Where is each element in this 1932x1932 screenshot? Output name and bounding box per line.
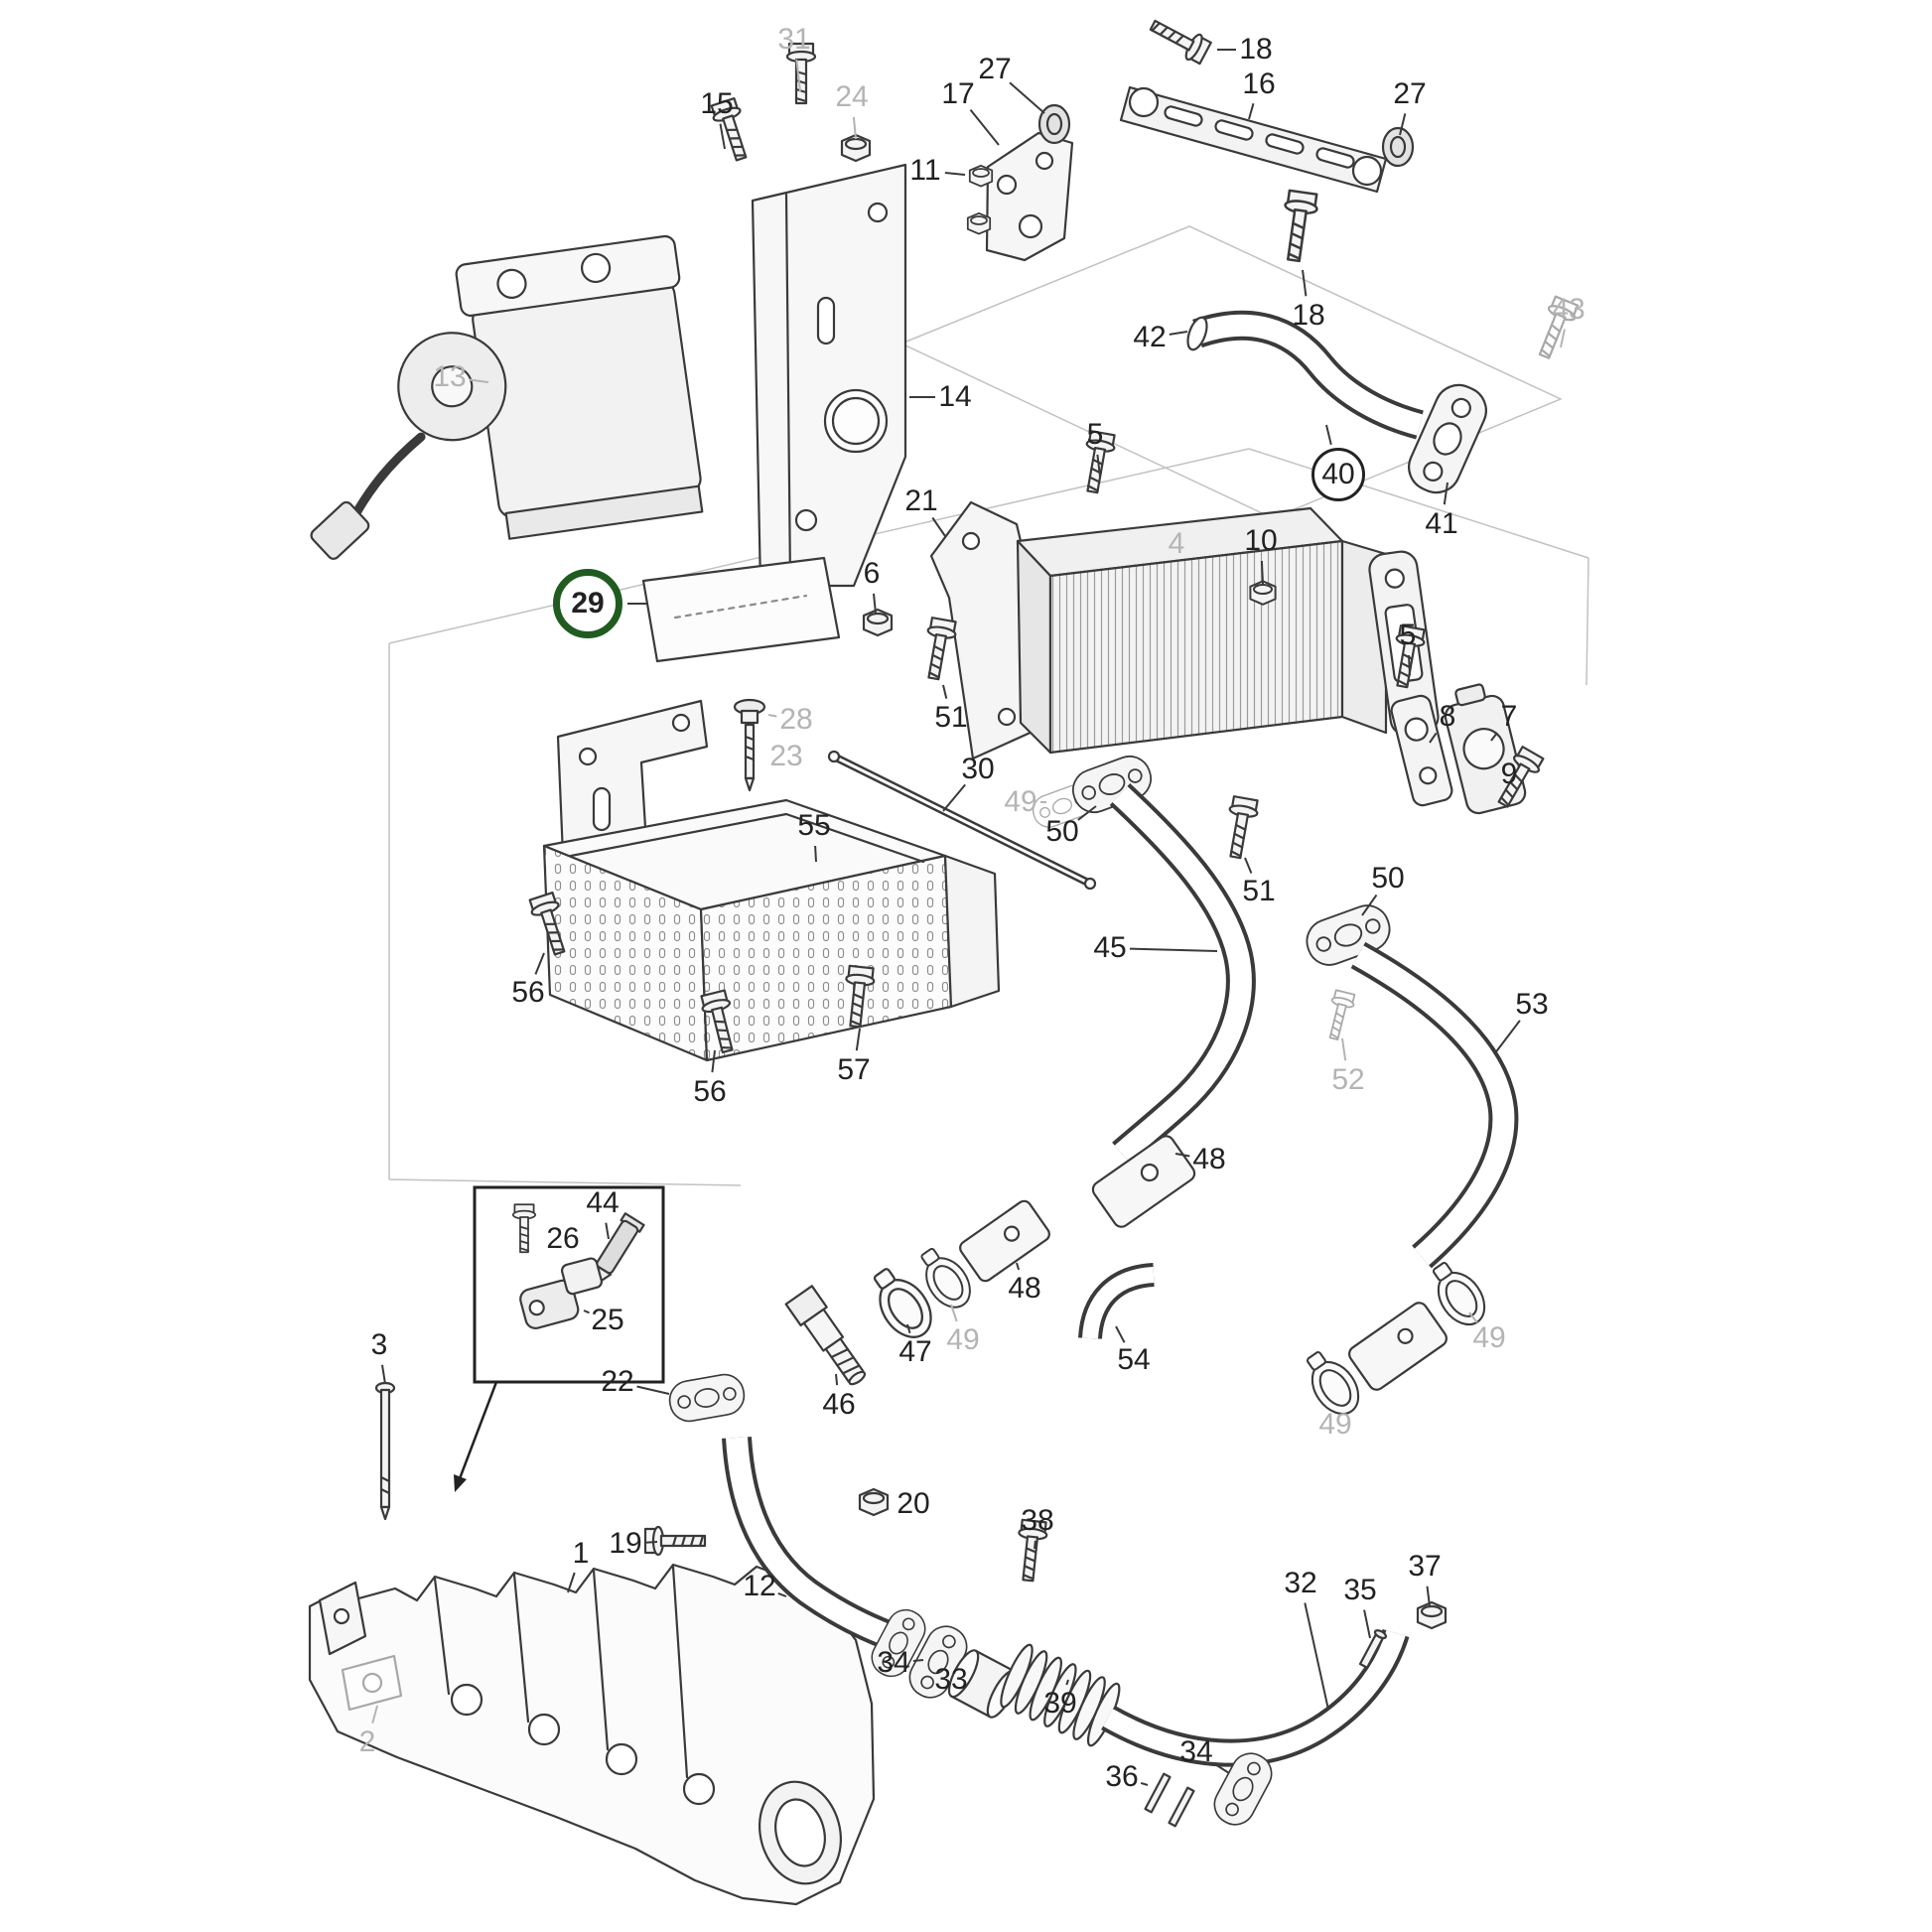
part-label-54[interactable]: 54 [1117, 1343, 1151, 1376]
part-label-16[interactable]: 16 [1242, 68, 1276, 100]
part-label-29-selected[interactable]: 29 [553, 569, 622, 638]
part-label-9[interactable]: 9 [1500, 758, 1518, 790]
part-label-42[interactable]: 42 [1133, 321, 1167, 353]
part-label-36[interactable]: 36 [1105, 1760, 1139, 1793]
part-label-7[interactable]: 7 [1500, 700, 1518, 733]
part-label-48[interactable]: 48 [1008, 1272, 1041, 1305]
studs-36-drawing [1144, 1772, 1195, 1828]
part-label-56[interactable]: 56 [511, 976, 545, 1009]
fitting-46-drawing [784, 1285, 867, 1386]
exhaust-elbow-drawing [643, 1370, 1049, 1684]
part-label-40[interactable]: 40 [1311, 448, 1365, 501]
part-label-25[interactable]: 25 [591, 1304, 624, 1336]
gasket-2-drawing [341, 1654, 403, 1712]
coolant-pipe-assembly-drawing [1186, 294, 1582, 494]
rod-30-drawing [827, 750, 1097, 891]
gasket-29-drawing [641, 556, 841, 663]
part-label-51[interactable]: 51 [1242, 875, 1276, 907]
part-label-12[interactable]: 12 [743, 1570, 776, 1602]
part-label-5[interactable]: 5 [1399, 619, 1417, 651]
egr-cooler-drawing [862, 429, 1440, 861]
inset-arrow-head [454, 1474, 467, 1492]
part-label-53[interactable]: 53 [1515, 988, 1549, 1021]
screw-28-23-drawing [733, 698, 766, 792]
part-label-38[interactable]: 38 [1021, 1504, 1054, 1537]
part-label-20[interactable]: 20 [897, 1487, 930, 1520]
part-label-2[interactable]: 2 [358, 1725, 376, 1758]
part-label-23[interactable]: 23 [769, 740, 803, 772]
part-label-49[interactable]: 49 [1318, 1408, 1352, 1441]
part-label-55[interactable]: 55 [797, 809, 831, 842]
part-label-46[interactable]: 46 [822, 1388, 856, 1421]
flange-41-drawing [1408, 383, 1487, 494]
part-label-35[interactable]: 35 [1343, 1574, 1377, 1606]
part-label-31[interactable]: 31 [777, 23, 811, 56]
part-label-22[interactable]: 22 [601, 1365, 634, 1398]
part-label-24[interactable]: 24 [835, 80, 869, 113]
link-bar-assembly-drawing [966, 11, 1415, 264]
part-label-5[interactable]: 5 [1086, 418, 1104, 451]
part-label-49[interactable]: 49 [946, 1323, 980, 1356]
part-label-18[interactable]: 18 [1292, 299, 1325, 332]
sensor-25-drawing [519, 1257, 604, 1329]
part-label-50[interactable]: 50 [1045, 815, 1079, 848]
part-label-19[interactable]: 19 [609, 1527, 642, 1560]
bolt-3-drawing [374, 1381, 396, 1521]
part-label-56[interactable]: 56 [693, 1075, 727, 1108]
part-label-26[interactable]: 26 [546, 1222, 580, 1255]
part-label-44[interactable]: 44 [586, 1186, 620, 1219]
part-label-30[interactable]: 30 [961, 753, 995, 785]
part-label-10[interactable]: 10 [1244, 524, 1278, 557]
part-label-41[interactable]: 41 [1425, 507, 1458, 540]
part-label-45[interactable]: 45 [1093, 931, 1127, 964]
part-label-13[interactable]: 13 [433, 360, 467, 393]
part-label-39[interactable]: 39 [1043, 1687, 1077, 1720]
part-label-8[interactable]: 8 [1439, 700, 1456, 733]
part-label-11[interactable]: 11 [909, 154, 941, 187]
bypass-valve-drawing [1390, 683, 1547, 815]
part-label-28[interactable]: 28 [779, 703, 813, 736]
part-label-6[interactable]: 6 [863, 557, 881, 590]
part-label-33[interactable]: 33 [934, 1663, 968, 1696]
inset-arrow-line [457, 1381, 498, 1482]
part-label-43[interactable]: 43 [1552, 293, 1586, 326]
right-pipe-chain-drawing [1295, 941, 1519, 1424]
pipe-end-42-drawing [1186, 316, 1208, 351]
stud-35-drawing [1358, 1629, 1388, 1669]
part-label-1[interactable]: 1 [572, 1537, 590, 1570]
intake-manifold-drawing [308, 1381, 876, 1906]
heat-shield-drawing [526, 798, 1001, 1062]
part-label-14[interactable]: 14 [938, 380, 972, 413]
part-label-50[interactable]: 50 [1371, 862, 1405, 895]
part-label-3[interactable]: 3 [370, 1328, 388, 1361]
part-label-34[interactable]: 34 [1179, 1735, 1213, 1768]
part-label-34[interactable]: 34 [877, 1646, 910, 1679]
part-label-51[interactable]: 51 [934, 701, 968, 734]
inset-detail-box [454, 1185, 665, 1492]
hose-48c-drawing [1348, 1302, 1448, 1391]
part-label-49[interactable]: 49 [1004, 785, 1037, 818]
hose-48b-drawing [959, 1199, 1050, 1283]
part-label-57[interactable]: 57 [837, 1053, 871, 1086]
part-label-27[interactable]: 27 [978, 53, 1012, 85]
part-label-48[interactable]: 48 [1192, 1143, 1226, 1175]
part-label-47[interactable]: 47 [898, 1335, 932, 1368]
mounting-bracket-drawing [751, 163, 907, 588]
part-label-15[interactable]: 15 [700, 87, 734, 120]
bellows-pipe-chain-drawing [901, 1600, 1448, 1833]
part-label-52[interactable]: 52 [1331, 1063, 1365, 1096]
part-label-18[interactable]: 18 [1239, 33, 1273, 66]
part-label-49[interactable]: 49 [1472, 1321, 1506, 1354]
part-label-17[interactable]: 17 [941, 77, 975, 110]
part-label-27[interactable]: 27 [1393, 77, 1427, 110]
part-label-21[interactable]: 21 [904, 484, 938, 517]
left-pipe-chain-drawing [784, 783, 1256, 1386]
part-label-4[interactable]: 4 [1168, 527, 1185, 560]
part-label-37[interactable]: 37 [1408, 1550, 1442, 1583]
egr-valve-actuator-drawing [310, 234, 704, 560]
part-label-32[interactable]: 32 [1284, 1567, 1317, 1599]
